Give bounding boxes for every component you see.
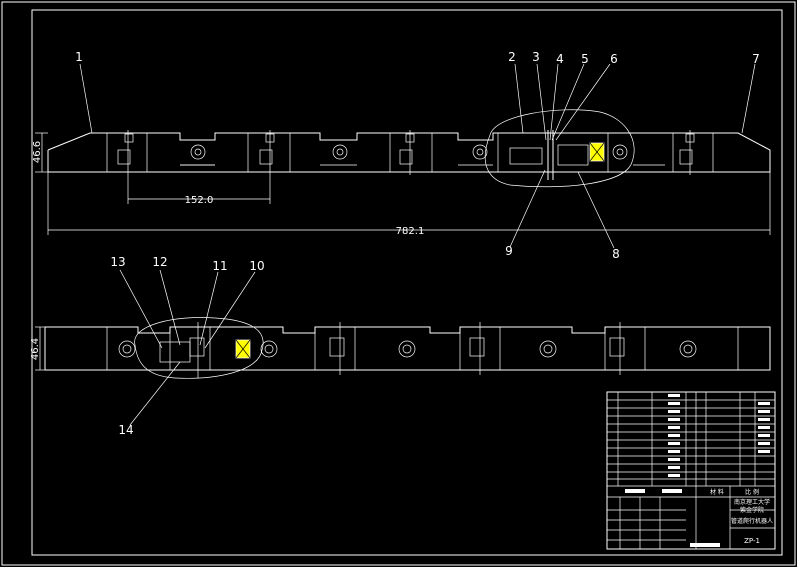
- lower-joint-5: [679, 340, 697, 358]
- upper-wheel-4: [679, 130, 695, 175]
- upper-dimensions: 46.6 152.0 782.1: [32, 132, 771, 237]
- lower-joint-1: [118, 340, 136, 358]
- balloon-13: 13: [110, 255, 125, 269]
- balloon-10: 10: [249, 259, 264, 273]
- parts-list-fill: [625, 394, 770, 547]
- upper-robot-chain: [47, 109, 771, 188]
- lower-outline: [44, 326, 771, 371]
- balloon-12: 12: [152, 255, 167, 269]
- balloon-8: 8: [612, 247, 620, 261]
- sheet-number: ZP-1: [744, 537, 760, 545]
- lower-robot-chain: [44, 317, 771, 379]
- balloon-11: 11: [212, 259, 227, 273]
- upper-outline: [47, 132, 771, 173]
- title-block: 材 料 比 例 南京理工大学 紫金学院 管道爬行机器人 ZP-1: [606, 391, 776, 550]
- balloon-3: 3: [532, 50, 540, 64]
- upper-joint-2: [332, 144, 348, 160]
- upper-joint-1: [190, 144, 206, 160]
- parts-list-grid: [607, 392, 775, 549]
- lower-leaders: [119, 269, 256, 426]
- school-line2: 紫金学院: [740, 506, 764, 514]
- upper-module-5: [672, 132, 714, 173]
- lower-wheel-3: [469, 322, 485, 375]
- drawing-title: 管道爬行机器人: [731, 517, 773, 525]
- material-label: 材 料: [710, 488, 724, 496]
- lower-balloons: 13 12 11 10 14: [110, 255, 264, 437]
- upper-wheel-3: [399, 130, 415, 175]
- balloon-9: 9: [505, 244, 513, 258]
- scale-label: 比 例: [745, 488, 759, 496]
- upper-leaders: [79, 63, 756, 249]
- upper-detail-cloud: [484, 109, 635, 188]
- upper-joint-3: [472, 144, 488, 160]
- lower-joint-4: [539, 340, 557, 358]
- balloon-4: 4: [556, 52, 564, 66]
- upper-motor: [509, 147, 543, 165]
- upper-joint-4: [612, 144, 628, 160]
- dim-upper-height: 46.6: [32, 141, 43, 163]
- dim-upper-pitch: 152.0: [185, 195, 214, 206]
- upper-balloons: 1 2 3 4 5 6 7 9 8: [75, 50, 760, 261]
- balloon-6: 6: [610, 52, 618, 66]
- upper-module-3: [389, 132, 433, 173]
- balloon-2: 2: [508, 50, 516, 64]
- lower-wheel-2: [329, 322, 345, 375]
- balloon-1: 1: [75, 50, 83, 64]
- lower-wheel-4: [609, 322, 625, 375]
- school-line1: 南京理工大学: [734, 498, 770, 506]
- balloon-7: 7: [752, 52, 760, 66]
- balloon-5: 5: [581, 52, 589, 66]
- upper-wheel-2: [259, 130, 275, 175]
- lower-dimensions: 46.4: [30, 326, 45, 371]
- upper-wheel-1: [117, 130, 134, 175]
- balloon-14: 14: [118, 423, 133, 437]
- dim-lower-height: 46.4: [30, 338, 41, 360]
- upper-module-2: [247, 132, 291, 173]
- lower-detail-cloud: [134, 317, 264, 379]
- inner-frame: [31, 9, 783, 556]
- lower-joint-2: [260, 340, 278, 358]
- lower-joint-3: [398, 340, 416, 358]
- dim-upper-total: 782.1: [396, 226, 425, 237]
- upper-module-1: [106, 132, 148, 173]
